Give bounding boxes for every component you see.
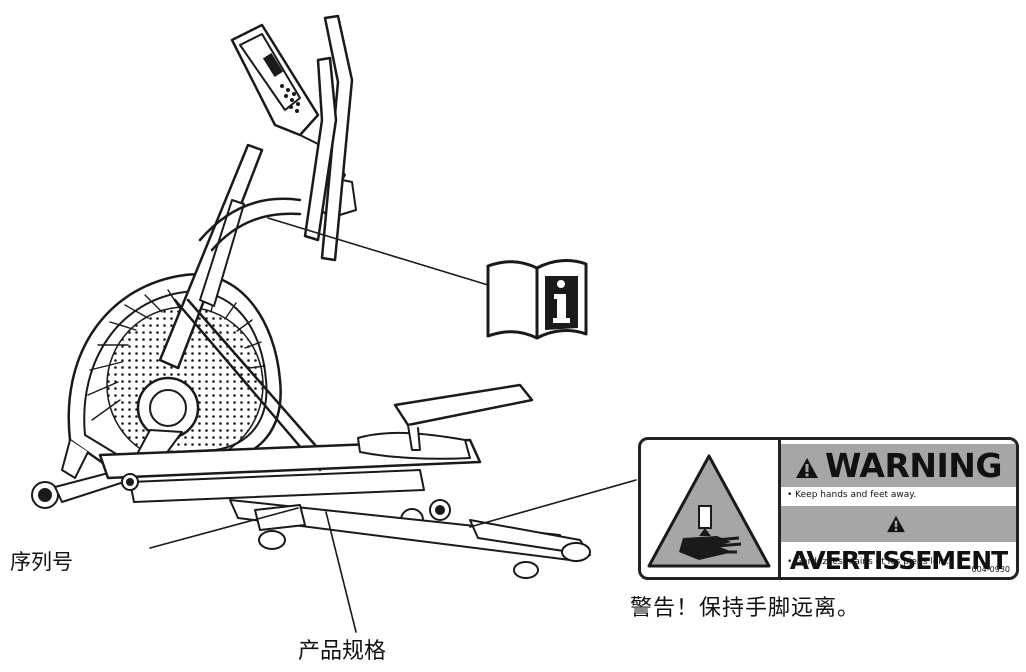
label-part-code: 004-0930 [971, 565, 1010, 574]
leader-lines [149, 217, 637, 633]
label-divider [778, 440, 781, 577]
read-manual-icon [486, 259, 588, 340]
warning-callout-cn: 警告！保持手脚远离。 [630, 596, 861, 621]
warning-label: WARNING • Keep hands and feet away. AVER… [638, 437, 1019, 580]
warning-triangle-icon [795, 446, 819, 489]
rails-and-pedals [98, 383, 591, 579]
warning-banner: WARNING [781, 444, 1016, 487]
hand-crush-hazard-icon [641, 440, 778, 577]
avertissement-banner: AVERTISSEMENT [781, 506, 1016, 575]
product-spec-callout: 产品规格 [298, 639, 387, 664]
moving-handlebars [173, 14, 354, 472]
warning-triangle-icon [886, 507, 906, 543]
serial-number-callout: 序列号 [10, 550, 73, 574]
flywheel-housing [61, 273, 282, 479]
warning-message-fr: • Gardez les mains et les pieds loin. [787, 557, 950, 567]
warning-heading: WARNING [825, 446, 1002, 485]
warning-message-en: • Keep hands and feet away. [787, 490, 917, 500]
avertissement-heading: AVERTISSEMENT [789, 546, 1008, 575]
